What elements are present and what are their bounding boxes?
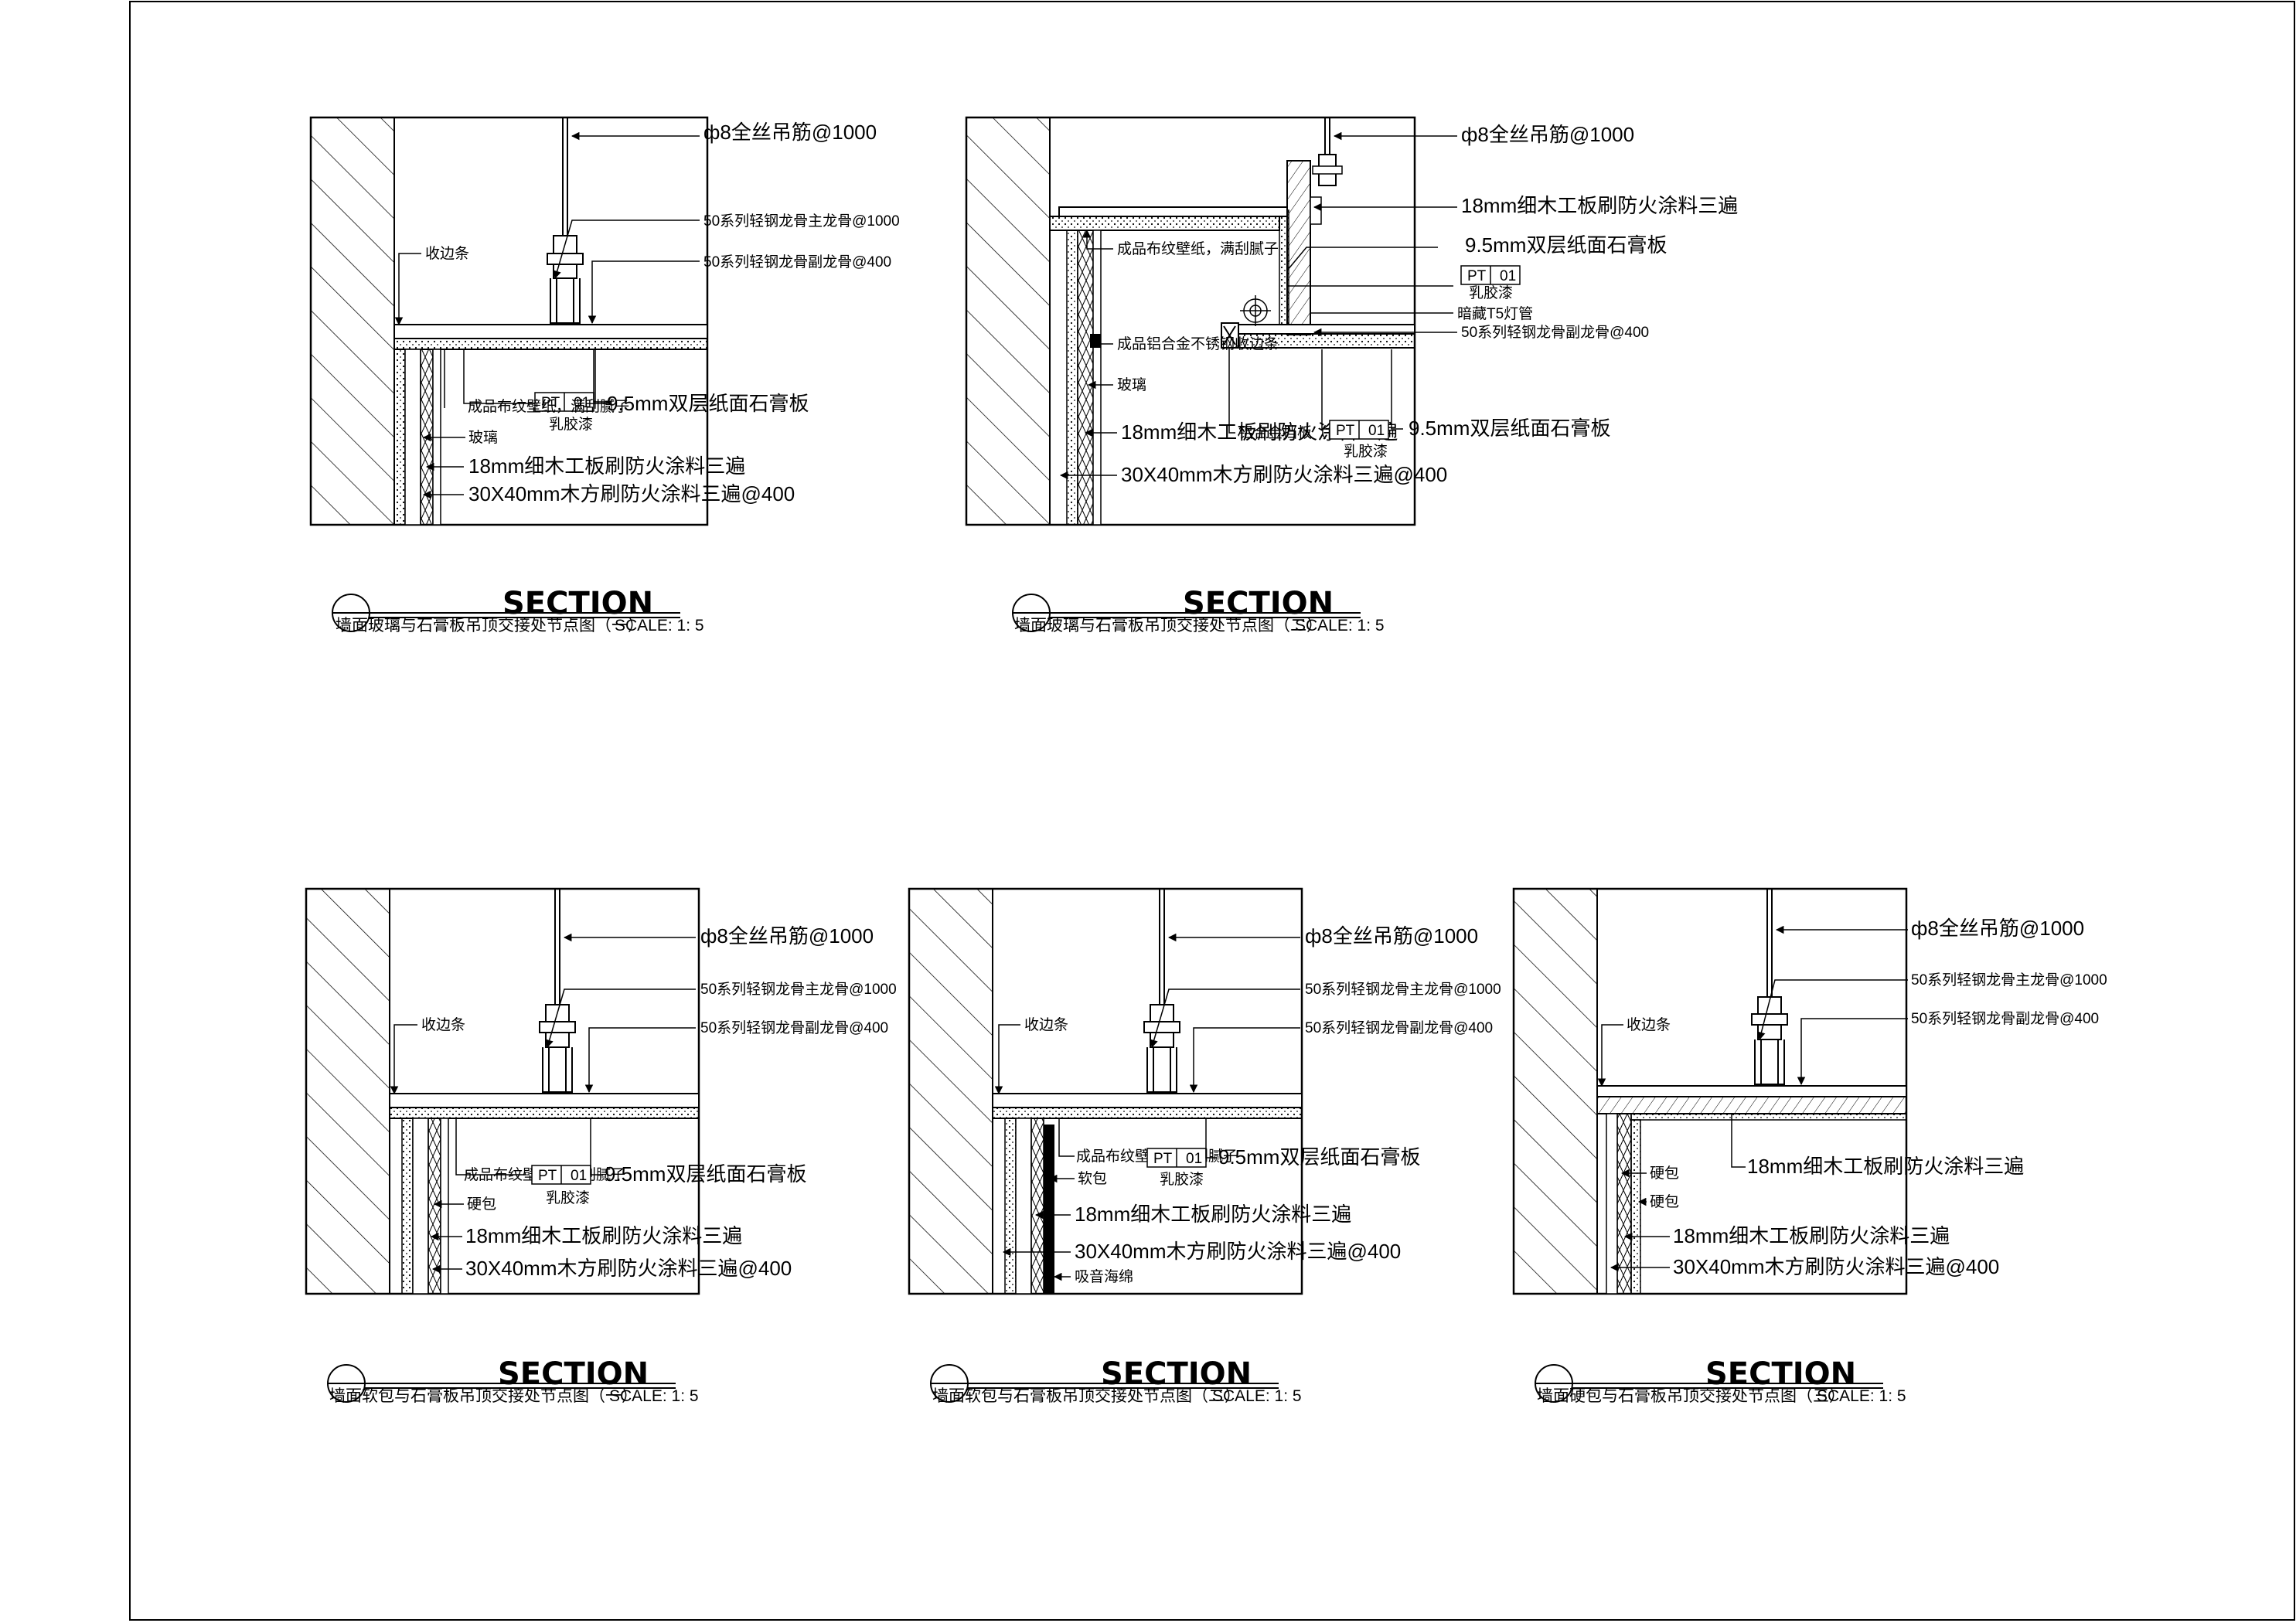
label-hanger: ф8全丝吊筋@1000 xyxy=(700,924,874,948)
detail-1: ф8全丝吊筋@1000 50系列轻钢龙骨主龙骨@1000 50系列轻钢龙骨副龙骨… xyxy=(309,116,900,635)
label-stop: 收边条 xyxy=(425,245,469,262)
label-main-keel: 50系列轻钢龙骨主龙骨@1000 xyxy=(1305,981,1501,998)
wall-hatch xyxy=(908,888,993,1295)
foam-layer xyxy=(1044,1125,1054,1294)
label-wall: 玻璃 xyxy=(1117,376,1146,393)
detail-title: 墙面软包与石膏板吊顶交接处节点图（一） xyxy=(329,1387,638,1405)
label-putty: 成品布纹壁纸，满刮腻子 xyxy=(1117,240,1279,257)
pt-number-2: 01 xyxy=(1368,423,1385,439)
label-fix: 成品铝合金不锈钢收边条 xyxy=(1117,335,1279,352)
label-hanger: ф8全丝吊筋@1000 xyxy=(1911,917,2084,940)
label-batten: 30X40mm木方刷防火涂料三遍@400 xyxy=(465,1257,792,1280)
plywood-ceiling xyxy=(1596,1096,1907,1114)
label-plywood: 18mm细木工板刷防火涂料三遍 xyxy=(1075,1203,1351,1226)
section-title: SECTION xyxy=(1183,586,1334,621)
label-light: 暗藏T5灯管 xyxy=(1457,305,1533,322)
label-plywood: 18mm细木工板刷防火涂料三遍 xyxy=(1673,1224,1950,1247)
label-stop: 收边条 xyxy=(421,1016,465,1033)
label-gypsum: 9.5mm双层纸面石膏板 xyxy=(1465,233,1667,257)
label-hanger: ф8全丝吊筋@1000 xyxy=(1461,123,1634,146)
label-sec-keel: 50系列轻钢龙骨副龙骨@400 xyxy=(1305,1019,1493,1036)
label-plywood: 18mm细木工板刷防火涂料三遍 xyxy=(465,1224,742,1247)
detail-scale: SCALE: 1: 5 xyxy=(1212,1387,1302,1405)
label-latex: 乳胶漆 xyxy=(549,416,593,433)
detail-4: ф8全丝吊筋@1000 50系列轻钢龙骨主龙骨@1000 50系列轻钢龙骨副龙骨… xyxy=(908,887,1501,1405)
section-title: SECTION xyxy=(1101,1356,1252,1392)
label-wall: 玻璃 xyxy=(468,429,498,446)
wall-hatch xyxy=(305,888,390,1295)
detail-title: 墙面玻璃与石膏板吊顶交接处节点图（二） xyxy=(1014,617,1323,635)
label-wall: 硬包 xyxy=(467,1196,496,1213)
wall-hatch xyxy=(1513,888,1598,1295)
detail-title: 墙面硬包与石膏板吊顶交接处节点图（三） xyxy=(1537,1387,1845,1405)
pt-tag: PT xyxy=(541,395,560,411)
label-stop: 收边条 xyxy=(1024,1016,1068,1033)
pt-number: 01 xyxy=(1186,1151,1202,1167)
label-gypsum: 9.5mm双层纸面石膏板 xyxy=(1218,1145,1420,1169)
label-sec-keel: 50系列轻钢龙骨副龙骨@400 xyxy=(1461,324,1649,341)
label-foam: 吸音海绵 xyxy=(1075,1268,1133,1285)
pt-number: 01 xyxy=(574,395,590,411)
label-latex: 乳胶漆 xyxy=(546,1189,590,1206)
label-wall: 软包 xyxy=(1078,1170,1107,1187)
section-title: SECTION xyxy=(1705,1356,1856,1392)
detail-scale: SCALE: 1: 5 xyxy=(615,617,704,635)
pt-number: 01 xyxy=(1500,268,1516,284)
detail-scale: SCALE: 1: 5 xyxy=(1295,617,1385,635)
label-main-keel: 50系列轻钢龙骨主龙骨@1000 xyxy=(1911,971,2107,988)
gypsum-board xyxy=(393,338,708,350)
detail-title: 墙面玻璃与石膏板吊顶交接处节点图（一） xyxy=(336,617,644,635)
detail-scale: SCALE: 1: 5 xyxy=(609,1387,699,1405)
label-sec-keel: 50系列轻钢龙骨副龙骨@400 xyxy=(700,1019,888,1036)
label-plywood: 18mm细木工板刷防火涂料三遍 xyxy=(1461,194,1738,217)
pt-tag-2: PT xyxy=(1336,423,1355,439)
detail-title: 墙面软包与石膏板吊顶交接处节点图（二） xyxy=(932,1387,1241,1405)
label-hanger: ф8全丝吊筋@1000 xyxy=(703,121,877,144)
label-plywood-ceiling: 18mm细木工板刷防火涂料三遍 xyxy=(1747,1155,2024,1178)
label-main-keel: 50系列轻钢龙骨主龙骨@1000 xyxy=(700,981,897,998)
wall-hatch xyxy=(966,117,1051,526)
label-gypsum-2: 9.5mm双层纸面石膏板 xyxy=(1409,417,1610,440)
label-wall-2: 硬包 xyxy=(1650,1193,1679,1210)
label-plywood: 18mm细木工板刷防火涂料三遍 xyxy=(468,454,745,478)
label-batten: 30X40mm木方刷防火涂料三遍@400 xyxy=(468,482,795,505)
label-sec-keel: 50系列轻钢龙骨副龙骨@400 xyxy=(1911,1010,2099,1027)
detail-scale: SCALE: 1: 5 xyxy=(1817,1387,1906,1405)
label-stop: 收边条 xyxy=(1627,1016,1671,1033)
label-gypsum: 9.5mm双层纸面石膏板 xyxy=(607,392,809,415)
label-batten: 30X40mm木方刷防火涂料三遍@400 xyxy=(1121,463,1447,486)
label-main-keel: 50系列轻钢龙骨主龙骨@1000 xyxy=(703,213,900,230)
label-putty: 成品布纹壁纸，满刮腻子 xyxy=(468,398,629,415)
section-title: SECTION xyxy=(498,1356,649,1392)
label-batten: 30X40mm木方刷防火涂料三遍@400 xyxy=(1673,1255,1999,1278)
label-sec-keel: 50系列轻钢龙骨副龙骨@400 xyxy=(703,253,891,270)
pt-tag: PT xyxy=(1153,1151,1173,1167)
detail-3: ф8全丝吊筋@1000 50系列轻钢龙骨主龙骨@1000 50系列轻钢龙骨副龙骨… xyxy=(305,887,897,1405)
label-batten: 30X40mm木方刷防火涂料三遍@400 xyxy=(1075,1240,1401,1263)
label-latex: 乳胶漆 xyxy=(1469,284,1513,301)
section-title: SECTION xyxy=(502,586,653,621)
pt-tag: PT xyxy=(1467,268,1487,284)
label-gypsum: 9.5mm双层纸面石膏板 xyxy=(605,1162,806,1186)
label-latex: 乳胶漆 xyxy=(1160,1171,1204,1188)
label-wall: 硬包 xyxy=(1650,1165,1679,1182)
detail-5: ф8全丝吊筋@1000 50系列轻钢龙骨主龙骨@1000 50系列轻钢龙骨副龙骨… xyxy=(1512,887,2107,1405)
pt-number: 01 xyxy=(571,1168,587,1184)
sheet-border xyxy=(129,1,2295,1621)
label-hanger: ф8全丝吊筋@1000 xyxy=(1305,924,1478,948)
label-latex-2: 乳胶漆 xyxy=(1344,443,1388,460)
detail-2: ф8全丝吊筋@1000 18mm细木工板刷防火涂料三遍 9.5mm双层纸面石膏板… xyxy=(965,116,1738,635)
wall-hatch xyxy=(310,117,395,526)
pt-tag: PT xyxy=(538,1168,557,1184)
